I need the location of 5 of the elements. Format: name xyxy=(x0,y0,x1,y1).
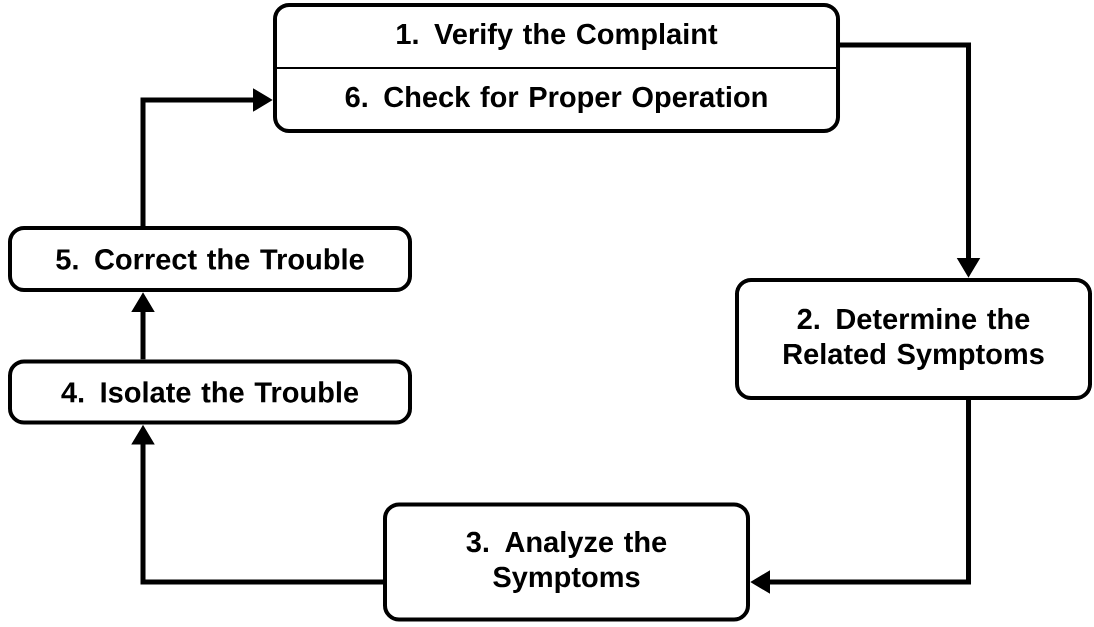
process-box: 4. Isolate the Trouble xyxy=(8,359,412,425)
process-box: 1. Verify the Complaint 6. Check for Proper Operation xyxy=(273,3,840,133)
process-box: 2. Determine the Related Symptoms xyxy=(735,278,1092,400)
process-box: 5. Correct the Trouble xyxy=(8,226,412,292)
process-box: 3. Analyze the Symptoms xyxy=(383,502,750,622)
